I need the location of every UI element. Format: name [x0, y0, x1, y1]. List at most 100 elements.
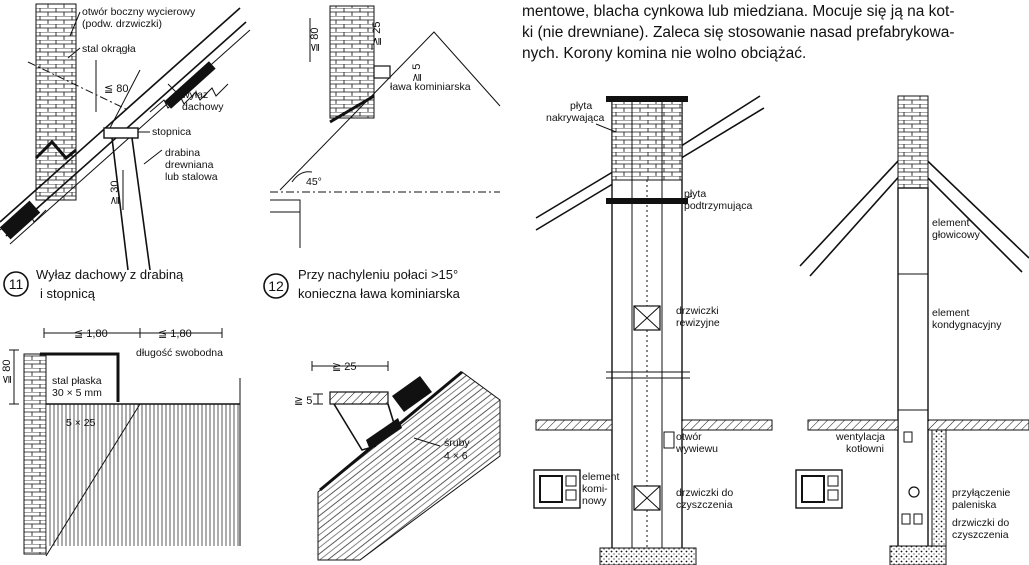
label-dim-a: ≦ 1,80 [74, 328, 108, 340]
label-dim-80: ≦ 80 [309, 27, 321, 52]
leader-stal [67, 47, 81, 59]
floor-slab-right [927, 419, 1029, 431]
label-plyta-podtrz-line1: płyta [684, 188, 706, 200]
furnace-connection [908, 486, 920, 498]
chimney-element-vent-2 [565, 489, 577, 501]
label-stopnica: stopnica [152, 126, 191, 138]
label-dim-25: ≧ 25 [332, 361, 357, 373]
label-otwor-line1: otwór boczny wycierowy [82, 6, 196, 18]
label-element-line1: element [582, 471, 619, 483]
bracket-plate [366, 418, 402, 450]
chimney-brick-shaft [23, 353, 47, 555]
label-stal: stal okrągła [82, 43, 136, 55]
label-element-line3: nowy [582, 495, 607, 507]
label-glowicowy-line1: element [932, 217, 969, 229]
label-kondyg-line1: element [932, 307, 969, 319]
label-stal-line2: 30 × 5 mm [52, 387, 102, 399]
label-drzwiczki-rew-line2: rewizyjne [676, 317, 720, 329]
label-dim-5: ≧ 5 [294, 395, 312, 407]
label-dim-25: ≧ 25 [371, 21, 383, 46]
label-dim-b: ≦ 1,80 [158, 328, 192, 340]
figure-prefab-chimney: element głowicowy element kondygnacyjny … [795, 95, 1029, 565]
vent-opening [903, 431, 913, 443]
prefab-element-flue [801, 475, 825, 503]
roof-tile-clip [392, 376, 432, 412]
figure-chimney-section: płyta nakrywająca płyta podtrzymująca dr… [533, 95, 773, 565]
figure-11-number: 11 [9, 276, 24, 292]
figure-11-roof-hatch: otwór boczny wycierowy (podw. drzwiczki)… [0, 3, 251, 301]
leader-wylaz [167, 83, 181, 97]
eave-section [270, 199, 301, 248]
label-plyta-nakr-line1: płyta [570, 100, 592, 112]
label-glowicowy-line2: głowicowy [932, 229, 981, 241]
label-plyta-nakr-line2: nakrywająca [546, 112, 605, 124]
figure-11-number-circle [3, 271, 29, 297]
angle-arc [291, 171, 313, 183]
leader-drabina [143, 149, 163, 165]
bench-board [329, 391, 389, 405]
label-sruby-line2: 4 × 6 [444, 450, 468, 462]
leader-sruby [413, 437, 441, 447]
label-dim-30: ≧ 30 [109, 180, 121, 205]
paragraph-line-3: nych. Korony komina nie wolno obciążać. [522, 45, 806, 62]
label-element-line2: komi- [582, 483, 608, 495]
chimney-head-brick [611, 99, 683, 181]
roof-surface-lower [46, 404, 240, 546]
label-lawa: ława kominiarska [390, 81, 471, 93]
label-wylaz-line2: dachowy [182, 101, 224, 113]
leader-otwor [69, 11, 81, 37]
label-wentylacja-line2: kotłowni [846, 443, 884, 455]
label-drzwiczki-line2: czyszczenia [952, 529, 1009, 541]
label-dim-5: ≧ 5 [411, 64, 423, 82]
dim-line-80 [9, 349, 19, 405]
prefab-element-vent-2 [827, 489, 839, 501]
cleaning-door-2 [913, 513, 923, 525]
figure-12-caption-line2: konieczna ława kominiarska [298, 286, 461, 301]
label-dim-80: ≦ 80 [104, 83, 129, 95]
label-otwor-line1: otwór [676, 431, 702, 443]
label-drzwiczki-czysz-line2: czyszczenia [676, 499, 733, 511]
dim-line-25 [311, 361, 389, 371]
label-dlugosc: długość swobodna [136, 347, 223, 359]
floor-slab-right [681, 419, 773, 431]
label-drabina-line3: lub stalowa [165, 171, 218, 183]
floor-slab-left [535, 419, 613, 431]
label-otwor-line2: wywiewu [675, 443, 718, 455]
chimney-element-flue [539, 475, 563, 503]
paragraph-line-2: ki (nie drewniane). Zaleca się stosowani… [522, 24, 955, 41]
roof-outline [279, 31, 501, 191]
figure-11-caption-line1: Wyłaz dachowy z drabiną [36, 267, 184, 282]
intro-paragraph: mentowe, blacha cynkowa lub miedziana. M… [522, 3, 955, 62]
figure-12-caption-line1: Przy nachyleniu połaci >15° [298, 267, 458, 282]
chimney-element-vent-1 [565, 475, 577, 487]
chimney-step-flashing [34, 139, 77, 161]
prefab-element-vent-1 [827, 475, 839, 487]
exhaust-opening [663, 431, 675, 449]
label-drzwiczki-czysz-line1: drzwiczki do [676, 487, 733, 499]
inspection-door-cross [633, 305, 661, 331]
label-przylacz-line1: przyłączenie [952, 487, 1011, 499]
label-size: 5 × 25 [66, 417, 96, 429]
floor-slab-left [807, 419, 899, 431]
label-dim-80: ≦ 80 [1, 359, 13, 384]
wall-section [931, 429, 947, 557]
paragraph-line-1: mentowe, blacha cynkowa lub miedziana. M… [522, 3, 955, 20]
label-drzwiczki-rew-line1: drzwiczki [676, 305, 719, 317]
chimney-brick-shaft [35, 3, 77, 201]
foundation [599, 547, 697, 565]
roof-right [677, 95, 765, 161]
dim-line-180 [43, 328, 223, 338]
chimney-sweep-bench [373, 65, 391, 79]
roof-left [535, 169, 617, 231]
cleaning-door-cross [633, 485, 661, 511]
break-line [606, 371, 690, 379]
label-drabina-line2: drewniana [165, 159, 214, 171]
label-angle: 45° [306, 176, 322, 188]
prefab-shaft [897, 187, 929, 557]
cleaning-door-1 [901, 513, 911, 525]
foundation [889, 545, 947, 565]
dim-line-5 [313, 393, 323, 405]
leader-plyta-nakr [595, 123, 617, 133]
figure-12-number-circle [263, 273, 289, 299]
figure-bench-bracket-detail: ≧ 25 ≧ 5 śruby 4 × 6 [294, 361, 501, 561]
